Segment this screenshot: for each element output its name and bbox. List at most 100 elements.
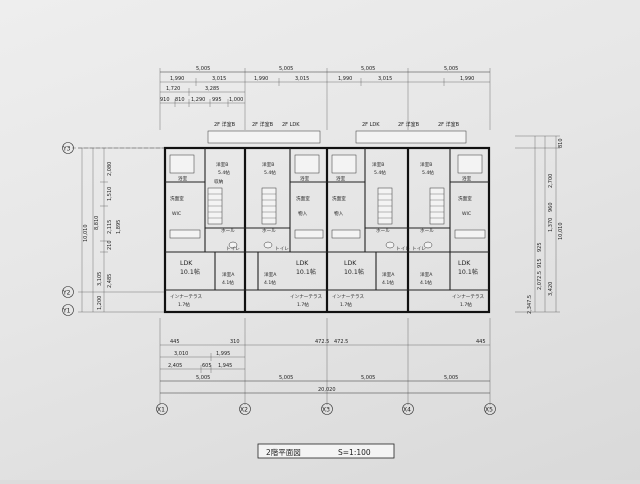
- right-dim-0: 810: [558, 138, 564, 148]
- top-label-1: 2F 洋室B: [252, 121, 274, 128]
- grid-x2-marker: [239, 403, 251, 415]
- right-dim-6: 915: [537, 258, 543, 268]
- u4-bedA: 洋室A: [420, 271, 433, 278]
- left-dim-3: 1,895: [116, 220, 122, 234]
- u4-terrace: インナーテラス: [452, 294, 484, 300]
- u1-terrace: インナーテラス: [170, 294, 202, 300]
- balcony-strip: 2F 洋室B 2F 洋室B 2F LDK 2F LDK 2F 洋室B 2F 洋室…: [207, 121, 467, 144]
- grid-x3-marker: [321, 403, 333, 415]
- bottom-dim-r4-3: 5,005: [444, 375, 458, 381]
- u4-bath: 浴室: [462, 175, 472, 182]
- left-dim-2: 2,115: [107, 220, 113, 234]
- top-label-5: 2F 洋室B: [438, 121, 460, 128]
- u1-hall: ホール: [221, 228, 235, 234]
- bathtub-unit-1: [169, 154, 195, 174]
- u4-toilet: トイレ: [412, 247, 426, 252]
- left-dim-8: 8,810: [94, 216, 100, 230]
- grid-y1-marker: [62, 304, 74, 316]
- u1-terrace-area: 1.7帖: [178, 301, 190, 308]
- grid-y2-label: Y2: [62, 290, 71, 297]
- drawing-scale: S=1:100: [338, 448, 371, 457]
- top-dim-r2-4: 1,990: [338, 76, 352, 82]
- grid-x4-label: X4: [403, 407, 411, 414]
- bottom-dim-r2-1: 1,995: [216, 351, 230, 357]
- u4-ldk: LDK: [458, 260, 471, 267]
- bottom-dim-r4-0: 5,005: [196, 375, 210, 381]
- top-dim-r1-0: 5,005: [196, 66, 210, 72]
- u3-washroom: 洗面室: [332, 195, 346, 202]
- u2-bedB-area: 5.4帖: [264, 169, 276, 176]
- u2-ldk: LDK: [296, 260, 309, 267]
- u1-bedA-area: 4.1帖: [222, 279, 234, 286]
- right-dimension-text: 810 2,700 10,010 960 1,370 925 915 2,072…: [527, 138, 564, 314]
- bottom-dim-total: 20,020: [318, 387, 336, 393]
- right-dim-7: 2,072.5: [537, 271, 543, 290]
- kitchen-unit-1: [169, 229, 201, 239]
- toilet-unit-3: [385, 241, 395, 249]
- grid-x5-marker: [484, 403, 496, 415]
- top-dim-r2-5: 3,015: [378, 76, 392, 82]
- u3-bath: 浴室: [336, 175, 346, 182]
- top-dim-r4-3: 995: [212, 97, 222, 103]
- top-label-0: 2F 洋室B: [214, 121, 236, 128]
- kitchen-unit-3: [331, 229, 361, 239]
- left-dim-7: 1,200: [97, 296, 103, 310]
- building-outline: [163, 146, 491, 314]
- fixtures: [169, 154, 486, 249]
- bottom-dim-r3-1: 605: [202, 363, 212, 369]
- u3-hall: ホール: [376, 228, 390, 234]
- grid-x3-label: X3: [322, 407, 330, 414]
- u2-bedA: 洋室A: [264, 271, 277, 278]
- u1-washroom: 洗面室: [170, 195, 184, 202]
- grid-x4-marker: [402, 403, 414, 415]
- bathtub-unit-2: [294, 154, 320, 174]
- u1-bath: 浴室: [178, 175, 188, 182]
- u3-terrace-area: 1.7帖: [340, 301, 352, 308]
- right-dim-3: 960: [548, 202, 554, 212]
- top-label-2: 2F LDK: [282, 122, 300, 128]
- top-dim-r1-1: 5,005: [279, 66, 293, 72]
- u4-ldk-area: 10.1帖: [458, 268, 478, 276]
- top-dim-r2-1: 3,015: [212, 76, 226, 82]
- grid-x-markers: X1 X2 X3 X4 X5: [156, 403, 496, 415]
- bottom-dim-r1-1: 310: [230, 339, 240, 345]
- left-dim-0: 2,080: [107, 162, 113, 176]
- bottom-dim-r4-1: 5,005: [279, 375, 293, 381]
- top-dim-r2-0: 1,990: [170, 76, 184, 82]
- u2-hall: ホール: [262, 228, 276, 234]
- toilet-unit-1: [228, 241, 238, 249]
- bathtub-unit-4: [457, 154, 483, 174]
- top-dim-r4-0: 910: [160, 97, 170, 103]
- stair-unit-1: [207, 187, 223, 225]
- grid-x1-marker: [156, 403, 168, 415]
- u3-terrace: インナーテラス: [332, 294, 364, 300]
- right-dim-2: 10,010: [558, 223, 564, 241]
- u3-bedB: 洋室B: [372, 161, 384, 168]
- u3-toilet: トイレ: [396, 247, 410, 252]
- stair-unit-2: [261, 187, 277, 225]
- u4-washroom: 洗面室: [458, 195, 472, 202]
- top-label-3: 2F LDK: [362, 122, 380, 128]
- bottom-dim-r2-0: 3,010: [174, 351, 188, 357]
- u4-bedA-area: 4.1帖: [420, 279, 432, 286]
- bottom-dim-r1-4: 445: [476, 339, 486, 345]
- left-dim-4: 210: [107, 240, 113, 250]
- u4-hall: ホール: [420, 228, 434, 234]
- u3-ldk: LDK: [344, 260, 357, 267]
- right-dim-5: 925: [537, 242, 543, 252]
- u2-ldk-area: 10.1帖: [296, 268, 316, 276]
- u2-terrace: インナーテラス: [290, 294, 322, 300]
- u2-bedA-area: 4.1帖: [264, 279, 276, 286]
- top-dim-r1-2: 5,005: [361, 66, 375, 72]
- bottom-dim-r4-2: 5,005: [361, 375, 375, 381]
- u2-terrace-area: 1.7帖: [297, 301, 309, 308]
- u1-bedB-area: 5.4帖: [218, 169, 230, 176]
- bottom-dimension-lines: [159, 318, 491, 405]
- kitchen-unit-4: [454, 229, 486, 239]
- top-label-4: 2F 洋室B: [398, 121, 420, 128]
- u2-storage: 物入: [298, 210, 308, 217]
- kitchen-unit-2: [294, 229, 324, 239]
- u1-closet: 収納: [214, 178, 224, 185]
